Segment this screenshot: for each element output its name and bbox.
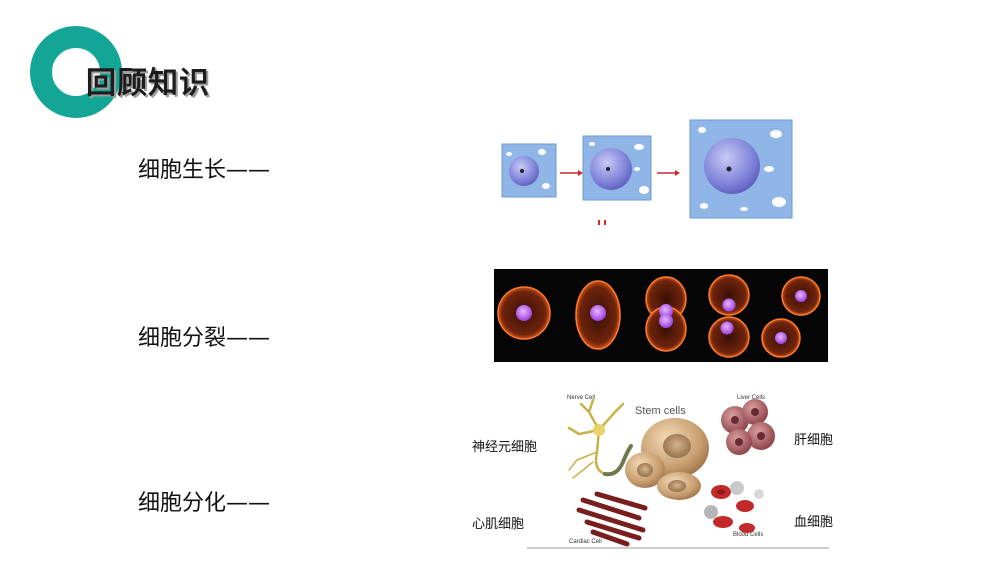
liver-cells-label: Liver Cells [737,395,765,401]
caption-muscle: 心肌细胞 [472,517,525,532]
cell-differentiation-illustration: Stem cells Nerve Cell Liver Cells Cardia… [527,395,829,549]
liver-cells-image [721,399,775,455]
label-cell-division: 细胞分裂—— [138,326,271,351]
cardiac-cell-label: Cardiac Cell [569,539,602,545]
cardiac-cell-image [576,491,648,547]
blood-cells-image [704,481,764,533]
blood-cells-label: Blood Cells [733,532,763,538]
label-cell-growth: 细胞生长—— [138,158,271,183]
caption-neuron: 神经元细胞 [472,440,538,455]
nerve-cell-image [567,398,633,479]
cell-growth-illustration [501,119,793,225]
nerve-cell-label: Nerve Cell [567,395,595,401]
caption-blood: 血细胞 [794,515,834,530]
stem-cells-image [625,418,709,500]
stem-cells-label: Stem cells [635,405,686,417]
page-title: 回顾知识 [86,66,210,101]
cell-division-illustration [494,269,828,362]
label-cell-differentiation: 细胞分化—— [138,491,271,516]
caption-liver: 肝细胞 [794,433,834,448]
